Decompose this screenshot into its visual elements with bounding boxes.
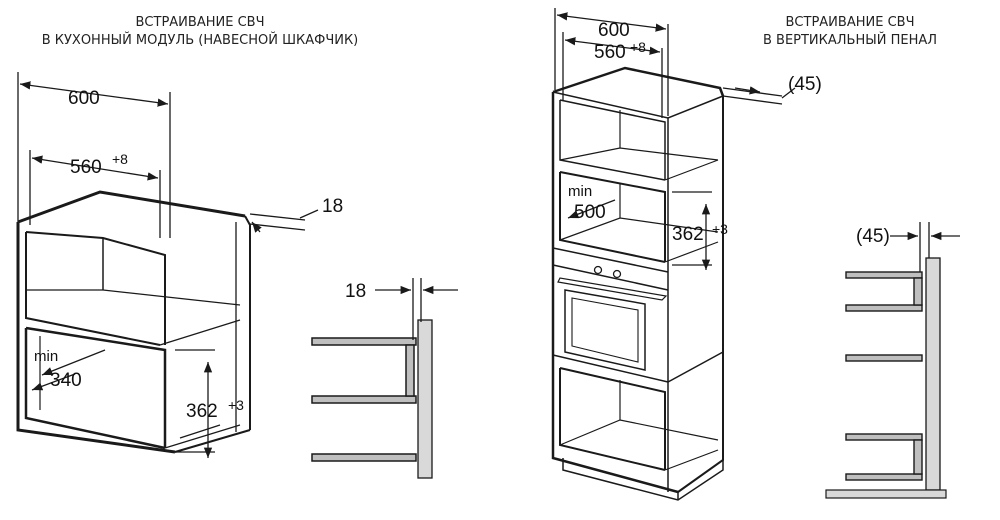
wall-niche-height-tolerance: +3 <box>228 397 244 413</box>
wall-inner-width-tolerance: +8 <box>112 151 128 167</box>
wall-niche-height-label: 362 <box>186 401 218 422</box>
tall-min-label: min <box>568 183 592 200</box>
right-caption: ВСТРАИВАНИЕ СВЧ В ВЕРТИКАЛЬНЫЙ ПЕНАЛ <box>740 14 960 50</box>
wall-side-thickness-label: 18 <box>345 281 366 302</box>
tall-min-depth-label: 500 <box>574 202 606 223</box>
right-caption-line2: В ВЕРТИКАЛЬНЫЙ ПЕНАЛ <box>762 33 938 48</box>
wall-min-depth-label: 340 <box>50 370 82 391</box>
left-caption-line2: В КУХОННЫЙ МОДУЛЬ (НАВЕСНОЙ ШКАФЧИК) <box>41 33 359 48</box>
tall-side-gap-label: (45) <box>856 226 890 247</box>
wall-min-label: min <box>34 348 58 365</box>
wall-cabinet-dimensions <box>17 72 319 458</box>
tall-niche-height-tolerance: +3 <box>712 221 728 237</box>
wall-cabinet-drawing <box>16 190 251 454</box>
tall-inner-width-label: 560 <box>594 42 626 63</box>
right-caption-line1: ВСТРАИВАНИЕ СВЧ <box>785 15 915 30</box>
wall-inner-width-label: 560 <box>70 157 102 178</box>
left-caption-line1: ВСТРАИВАНИЕ СВЧ <box>135 15 265 30</box>
tall-inner-width-tolerance: +8 <box>630 39 646 55</box>
tall-gap-label: (45) <box>788 74 822 95</box>
tall-cabinet-drawing <box>551 66 725 501</box>
left-caption: ВСТРАИВАНИЕ СВЧ В КУХОННЫЙ МОДУЛЬ (НАВЕС… <box>40 14 360 50</box>
wall-panel-thickness-label: 18 <box>322 196 343 217</box>
tall-niche-height-label: 362 <box>672 224 704 245</box>
tall-cabinet-dimensions <box>554 8 796 270</box>
wall-width-label: 600 <box>68 88 100 109</box>
tall-side-section <box>825 222 960 499</box>
tall-width-label: 600 <box>598 20 630 41</box>
wall-side-section <box>311 278 458 479</box>
